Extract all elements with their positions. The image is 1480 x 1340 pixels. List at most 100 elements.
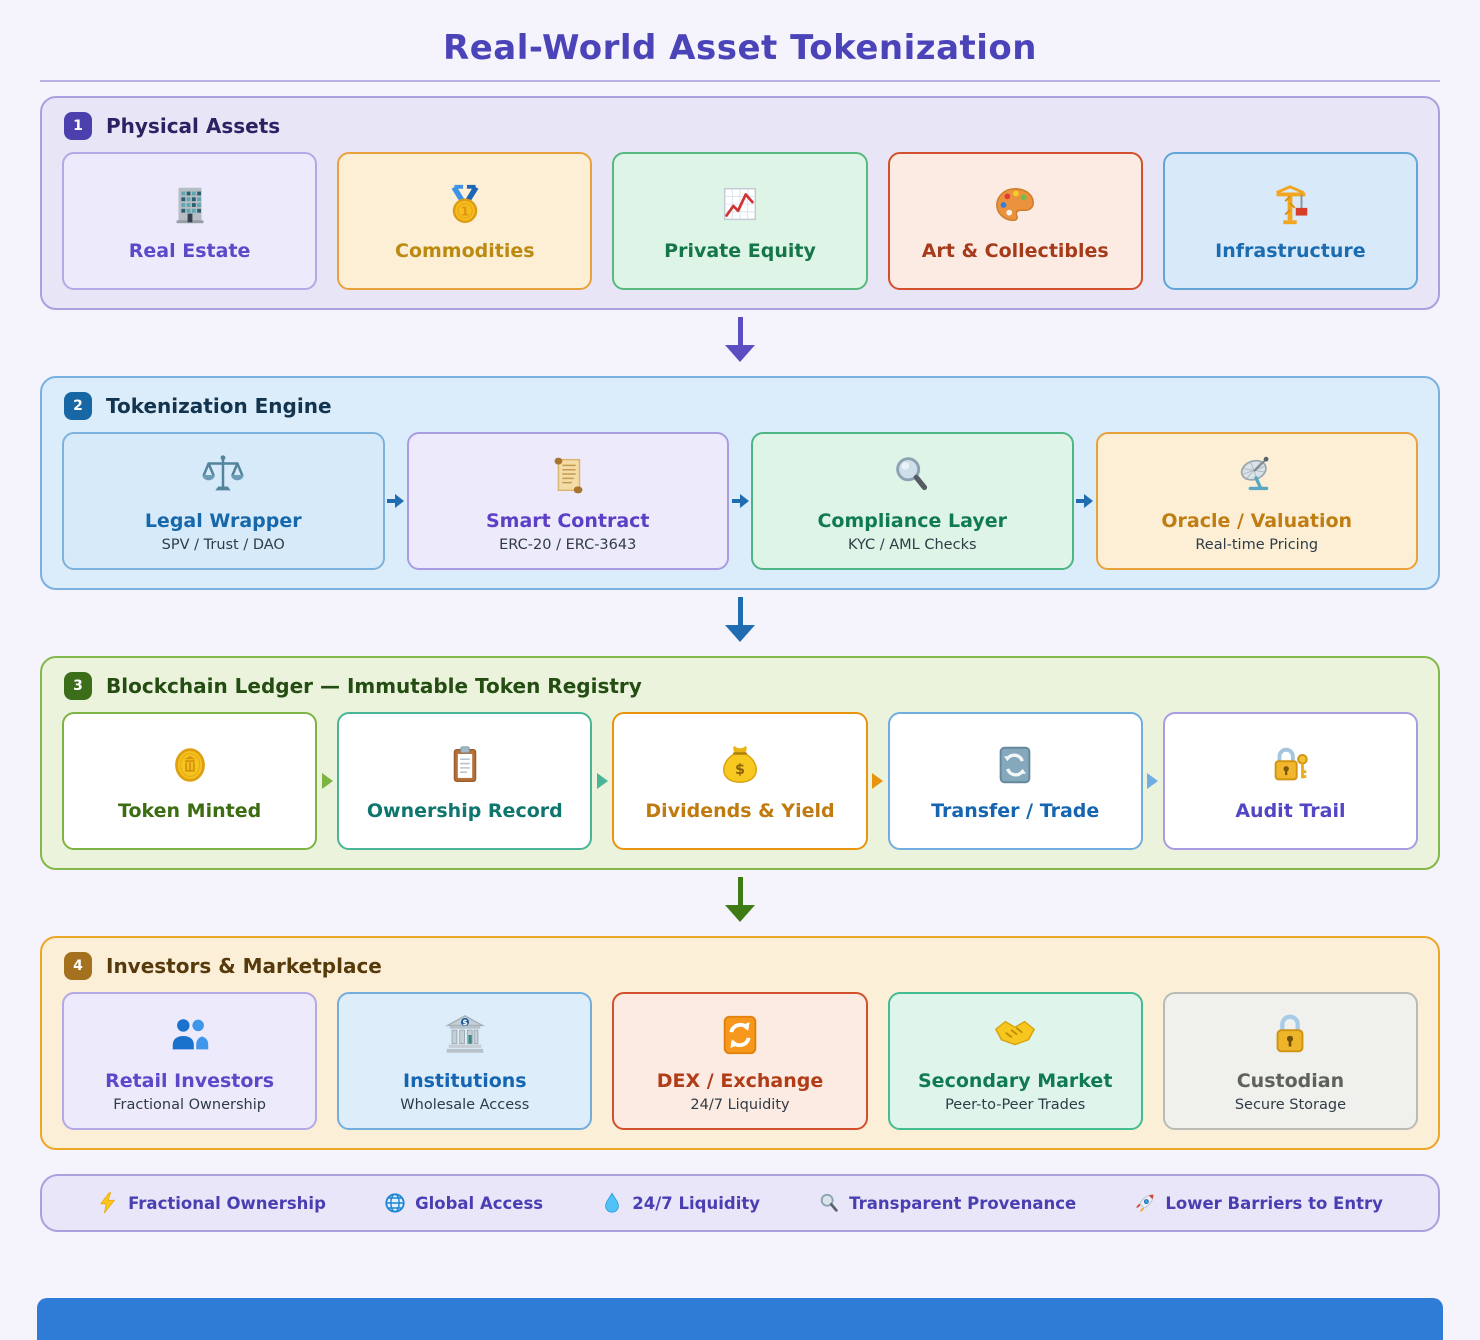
cards-row: Token Minted Ownership Record $ Dividends &…: [62, 712, 1419, 850]
card-subtitle: KYC / AML Checks: [847, 536, 977, 553]
people-icon: [167, 1010, 213, 1060]
section-number-badge: 1: [64, 112, 92, 140]
triangle-arrow-icon: [317, 712, 337, 850]
benefit-global-access: Global Access: [384, 1192, 543, 1214]
section-header: 2 Tokenization Engine: [64, 392, 1418, 420]
benefit-fractional-ownership: Fractional Ownership: [97, 1192, 326, 1214]
bolt-icon: [97, 1192, 119, 1214]
lock-key-icon: [1267, 740, 1313, 790]
down-arrow-icon: [0, 310, 1480, 376]
bank-icon: $: [442, 1010, 488, 1060]
section-title: Tokenization Engine: [106, 394, 332, 418]
card-ownership-record: Ownership Record: [337, 712, 593, 850]
card-subtitle: Real-time Pricing: [1195, 536, 1319, 553]
card-subtitle: 24/7 Liquidity: [690, 1096, 790, 1113]
card-title: Transfer / Trade: [931, 800, 1100, 822]
droplet-icon: [601, 1192, 623, 1214]
coin-icon: [167, 740, 213, 790]
card-title: Smart Contract: [485, 509, 650, 532]
section-number-badge: 4: [64, 952, 92, 980]
triangle-arrow-icon: [868, 712, 888, 850]
dex-icon: [717, 1010, 763, 1060]
triangle-arrow-icon: [1143, 712, 1163, 850]
card-title: Art & Collectibles: [921, 240, 1109, 262]
section-title: Physical Assets: [106, 114, 281, 138]
section-number-badge: 3: [64, 672, 92, 700]
card-title: Compliance Layer: [817, 509, 1008, 532]
section-number-badge: 2: [64, 392, 92, 420]
building-icon: [167, 180, 213, 230]
right-arrow-icon: [729, 432, 751, 570]
card-title: Audit Trail: [1235, 800, 1346, 822]
title-divider: [40, 80, 1440, 82]
benefit-label: Global Access: [415, 1193, 544, 1213]
card-transfer-trade: Transfer / Trade: [887, 712, 1143, 850]
scales-icon: [200, 450, 246, 500]
palette-icon: [992, 180, 1038, 230]
card-subtitle: Wholesale Access: [400, 1096, 530, 1113]
card-subtitle: SPV / Trust / DAO: [161, 536, 285, 553]
card-dividends-yield: $ Dividends & Yield: [612, 712, 868, 850]
scroll-icon: [545, 450, 591, 500]
card-real-estate: Real Estate: [62, 152, 318, 290]
svg-text:1: 1: [460, 204, 469, 219]
svg-text:$: $: [735, 762, 745, 778]
magnifier-small-icon: [818, 1192, 840, 1214]
rocket-icon: [1134, 1192, 1156, 1214]
page-title: Real-World Asset Tokenization: [443, 28, 1037, 68]
card-title: Custodian: [1236, 1069, 1345, 1092]
benefit-lower-barriers-to-entry: Lower Barriers to Entry: [1134, 1192, 1383, 1214]
card-subtitle: Secure Storage: [1234, 1096, 1347, 1113]
medal-icon: 1: [442, 180, 488, 230]
card-title: Legal Wrapper: [144, 509, 302, 532]
benefit-label: Transparent Provenance: [849, 1193, 1077, 1213]
triangle-arrow-icon: [592, 712, 612, 850]
benefit-24-7-liquidity: 24/7 Liquidity: [601, 1192, 760, 1214]
benefit-label: Fractional Ownership: [128, 1193, 326, 1213]
card-title: Infrastructure: [1215, 240, 1366, 262]
magnifier-icon: [889, 450, 935, 500]
globe-icon: [384, 1192, 406, 1214]
card-subtitle: Fractional Ownership: [113, 1096, 266, 1113]
down-arrow-icon: [0, 590, 1480, 656]
down-arrow-icon: [0, 870, 1480, 936]
card-title: Retail Investors: [105, 1069, 275, 1092]
card-art-collectibles: Art & Collectibles: [887, 152, 1143, 290]
card-title: DEX / Exchange: [656, 1069, 824, 1092]
card-title: Oracle / Valuation: [1161, 509, 1353, 532]
chart-up-icon: [717, 180, 763, 230]
card-title: Commodities: [395, 240, 535, 262]
section-header: 1 Physical Assets: [64, 112, 1418, 140]
card-title: Real Estate: [128, 240, 251, 262]
card-audit-trail: Audit Trail: [1162, 712, 1419, 850]
card-token-minted: Token Minted: [62, 712, 318, 850]
right-arrow-icon: [385, 432, 407, 570]
card-subtitle: Peer-to-Peer Trades: [945, 1096, 1086, 1113]
lock-icon: [1267, 1010, 1313, 1060]
card-title: Dividends & Yield: [645, 800, 835, 822]
crane-icon: [1267, 180, 1313, 230]
section-title: Investors & Marketplace: [106, 954, 382, 978]
benefit-transparent-provenance: Transparent Provenance: [818, 1192, 1076, 1214]
card-infrastructure: Infrastructure: [1162, 152, 1419, 290]
right-arrow-icon: [1074, 432, 1096, 570]
satellite-icon: [1234, 450, 1280, 500]
card-title: Token Minted: [118, 800, 262, 822]
